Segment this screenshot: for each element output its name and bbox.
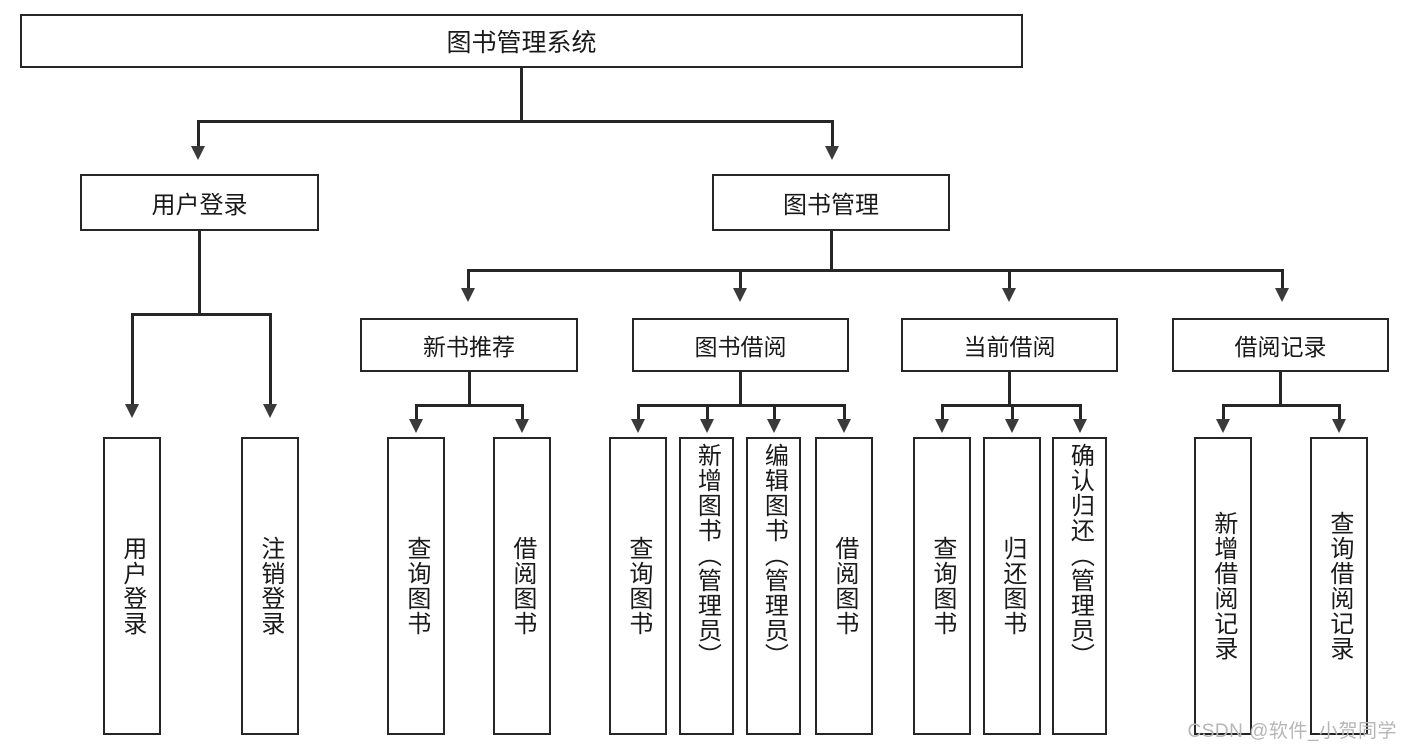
node-leaf-query-book-borrow[interactable]: 查询图书 xyxy=(609,437,667,735)
node-label: 注销登录 xyxy=(256,536,284,636)
arrowhead-bm-to-book-borrow xyxy=(733,288,747,302)
node-label: 查询图书 xyxy=(624,536,652,636)
edge-cb-to-leaf-1 xyxy=(941,404,944,422)
node-label: 新增图书（管理员） xyxy=(693,443,721,668)
node-label: 用户登录 xyxy=(118,536,146,636)
node-book-borrow[interactable]: 图书借阅 xyxy=(632,318,849,372)
node-leaf-return-book[interactable]: 归还图书 xyxy=(983,437,1041,735)
edge-book-borrow-stem xyxy=(739,372,742,406)
node-label: 新书推荐 xyxy=(423,334,515,360)
edge-bb-to-leaf-4 xyxy=(843,404,846,422)
node-label: 确认归还（管理员） xyxy=(1066,443,1094,668)
node-book-management[interactable]: 图书管理 xyxy=(712,174,950,231)
node-leaf-borrow-book[interactable]: 借阅图书 xyxy=(815,437,873,735)
edge-bm-to-new-book xyxy=(467,269,470,291)
edge-user-login-stem xyxy=(198,231,201,315)
node-label: 借阅记录 xyxy=(1234,334,1327,360)
arrowhead-new-book-to-leaf-1 xyxy=(409,419,423,433)
arrowhead-bb-to-leaf-2 xyxy=(700,419,714,433)
edge-cb-to-leaf-2 xyxy=(1011,404,1014,422)
edge-book-management-stem xyxy=(830,231,833,271)
node-label: 图书管理系统 xyxy=(446,29,597,57)
arrowhead-root-to-book-management xyxy=(825,146,839,160)
arrowhead-bb-to-leaf-4 xyxy=(837,419,851,433)
arrowhead-cb-to-leaf-1 xyxy=(935,419,949,433)
edge-root-to-book-management xyxy=(831,120,834,150)
node-leaf-borrow-book-recommend[interactable]: 借阅图书 xyxy=(493,437,551,735)
arrowhead-br-to-leaf-2 xyxy=(1332,419,1346,433)
edge-bb-to-leaf-2 xyxy=(706,404,709,422)
node-leaf-confirm-return[interactable]: 确认归还（管理员） xyxy=(1052,437,1107,735)
node-leaf-query-borrow-record[interactable]: 查询借阅记录 xyxy=(1310,437,1368,735)
arrowhead-user-login-to-leaf-1 xyxy=(125,404,139,418)
node-label: 查询图书 xyxy=(402,536,430,636)
edge-new-book-to-leaf-2 xyxy=(521,404,524,422)
node-root-system[interactable]: 图书管理系统 xyxy=(20,14,1023,68)
edge-book-management-split-bar xyxy=(467,269,1284,272)
edge-root-stem xyxy=(520,68,523,122)
arrowhead-bb-to-leaf-1 xyxy=(631,419,645,433)
edge-user-login-to-leaf-2 xyxy=(269,313,272,407)
node-label: 查询图书 xyxy=(928,536,956,636)
arrowhead-new-book-to-leaf-2 xyxy=(515,419,529,433)
edge-br-to-leaf-2 xyxy=(1338,404,1341,422)
edge-bb-to-leaf-3 xyxy=(773,404,776,422)
edge-cb-to-leaf-3 xyxy=(1079,404,1082,422)
edge-root-to-user-login xyxy=(197,120,200,150)
edge-root-split-bar xyxy=(197,120,834,123)
arrowhead-user-login-to-leaf-2 xyxy=(263,404,277,418)
node-label: 新增借阅记录 xyxy=(1209,511,1237,661)
edge-book-borrow-split-bar xyxy=(637,404,846,407)
arrowhead-bm-to-new-book xyxy=(461,288,475,302)
node-label: 归还图书 xyxy=(998,536,1026,636)
node-label: 用户登录 xyxy=(151,192,248,219)
arrowhead-bm-to-borrow-record xyxy=(1275,288,1289,302)
edge-borrow-record-split-bar xyxy=(1222,404,1340,407)
edge-br-to-leaf-1 xyxy=(1222,404,1225,422)
edge-new-book-split-bar xyxy=(415,404,523,407)
node-leaf-query-book-current[interactable]: 查询图书 xyxy=(913,437,971,735)
node-label: 查询借阅记录 xyxy=(1325,511,1353,661)
node-leaf-user-logout[interactable]: 注销登录 xyxy=(241,437,299,735)
node-user-login[interactable]: 用户登录 xyxy=(80,174,319,231)
node-borrow-record[interactable]: 借阅记录 xyxy=(1172,318,1389,372)
edge-bb-to-leaf-1 xyxy=(637,404,640,422)
edge-bm-to-book-borrow xyxy=(739,269,742,291)
node-leaf-user-login[interactable]: 用户登录 xyxy=(103,437,161,735)
arrowhead-cb-to-leaf-2 xyxy=(1005,419,1019,433)
edge-new-book-stem xyxy=(468,372,471,406)
edge-borrow-record-stem xyxy=(1279,372,1282,406)
node-leaf-add-book[interactable]: 新增图书（管理员） xyxy=(679,437,734,735)
node-label: 借阅图书 xyxy=(508,536,536,636)
node-label: 借阅图书 xyxy=(830,536,858,636)
edge-bm-to-borrow-record xyxy=(1281,269,1284,291)
arrowhead-root-to-user-login xyxy=(191,146,205,160)
node-leaf-add-borrow-record[interactable]: 新增借阅记录 xyxy=(1194,437,1252,735)
node-current-borrow[interactable]: 当前借阅 xyxy=(901,318,1118,372)
node-label: 图书管理 xyxy=(783,192,879,219)
arrowhead-cb-to-leaf-3 xyxy=(1073,419,1087,433)
edge-user-login-to-leaf-1 xyxy=(131,313,134,407)
edge-user-login-split-bar xyxy=(131,313,271,316)
node-new-book-recommend[interactable]: 新书推荐 xyxy=(360,318,578,372)
edge-current-borrow-stem xyxy=(1008,372,1011,406)
node-label: 图书借阅 xyxy=(694,334,787,360)
node-label: 当前借阅 xyxy=(963,334,1056,360)
arrowhead-br-to-leaf-1 xyxy=(1216,419,1230,433)
node-leaf-edit-book[interactable]: 编辑图书（管理员） xyxy=(746,437,801,735)
edge-new-book-to-leaf-1 xyxy=(415,404,418,422)
arrowhead-bm-to-current-borrow xyxy=(1002,288,1016,302)
node-leaf-query-book-recommend[interactable]: 查询图书 xyxy=(387,437,445,735)
arrowhead-bb-to-leaf-3 xyxy=(767,419,781,433)
node-label: 编辑图书（管理员） xyxy=(760,443,788,668)
edge-bm-to-current-borrow xyxy=(1008,269,1011,291)
